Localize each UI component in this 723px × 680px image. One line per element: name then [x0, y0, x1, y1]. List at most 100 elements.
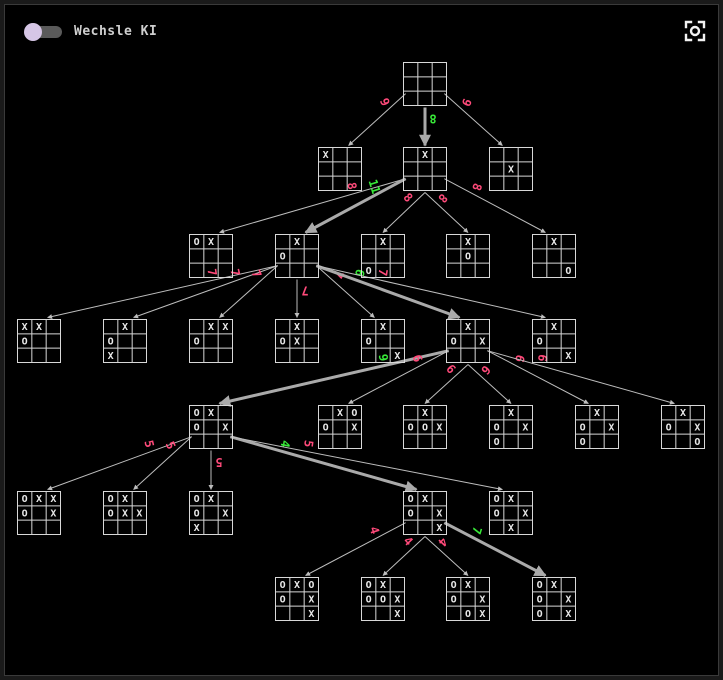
edge-score-label: 6: [352, 268, 367, 278]
o-mark: O: [366, 580, 372, 591]
edge-arrow: [444, 178, 546, 233]
x-mark: X: [565, 595, 571, 606]
o-mark: O: [108, 337, 114, 348]
o-mark: O: [537, 580, 543, 591]
x-mark: X: [422, 494, 428, 505]
o-mark: O: [666, 423, 672, 434]
edge-arrow: [348, 93, 406, 146]
board-node[interactable]: XO: [361, 234, 405, 278]
board-frame: [403, 405, 447, 449]
o-mark: O: [280, 337, 286, 348]
o-mark: O: [108, 494, 114, 505]
x-mark: X: [50, 494, 56, 505]
x-mark: X: [208, 237, 214, 248]
edge-score-label: 4: [435, 534, 450, 549]
board-frame: [361, 319, 405, 363]
edge-score-label: 7: [301, 284, 308, 298]
x-mark: X: [108, 351, 114, 362]
x-mark: X: [22, 322, 28, 333]
edge-score-label: 11: [365, 178, 383, 196]
board-node[interactable]: XO: [446, 234, 490, 278]
edge-arrow: [424, 536, 469, 576]
o-mark: O: [351, 408, 357, 419]
edge-arrow: [229, 435, 418, 493]
x-mark: X: [208, 408, 214, 419]
edge-arrow: [133, 436, 192, 490]
o-mark: O: [465, 252, 471, 263]
edge-score-label: 8: [469, 181, 485, 192]
o-mark: O: [308, 580, 314, 591]
board-node[interactable]: XOX: [532, 319, 576, 363]
toggle-switch[interactable]: [24, 23, 62, 41]
x-mark: X: [351, 423, 357, 434]
o-mark: O: [323, 423, 329, 434]
x-mark: X: [222, 322, 228, 333]
edge-score-label: 7: [205, 268, 220, 277]
edge-score-label: 5: [163, 439, 179, 451]
x-mark: X: [422, 408, 428, 419]
board-frame: [532, 234, 576, 278]
edge-arrow: [424, 364, 469, 404]
o-mark: O: [194, 237, 200, 248]
x-mark: X: [208, 322, 214, 333]
edge-score-label: 7: [375, 268, 390, 277]
x-mark: X: [479, 337, 485, 348]
x-mark: X: [508, 165, 514, 176]
edge-arrow: [424, 192, 469, 233]
board-node[interactable]: XOX: [103, 319, 147, 363]
edge-arrow: [133, 265, 278, 319]
edge-score-label: 6: [443, 362, 458, 377]
board-frame: [189, 319, 233, 363]
edge-arrow: [304, 177, 407, 234]
board-node[interactable]: X: [403, 147, 447, 191]
edge-arrow: [219, 178, 406, 234]
board-node[interactable]: X: [489, 147, 533, 191]
toggle-knob: [24, 23, 42, 41]
focus-button[interactable]: [683, 19, 707, 43]
board-node[interactable]: X: [318, 147, 362, 191]
o-mark: O: [537, 337, 543, 348]
edge-score-label: 6: [478, 362, 493, 377]
x-mark: X: [323, 150, 329, 161]
board-node[interactable]: XO: [275, 234, 319, 278]
board-frame: [103, 319, 147, 363]
x-mark: X: [565, 351, 571, 362]
o-mark: O: [494, 494, 500, 505]
x-mark: X: [308, 595, 314, 606]
o-mark: O: [465, 609, 471, 620]
edge-score-label: 6: [410, 353, 426, 364]
o-mark: O: [580, 437, 586, 448]
board-node[interactable]: XOX: [361, 319, 405, 363]
o-mark: O: [565, 266, 571, 277]
board-frame: [403, 62, 447, 106]
board-node[interactable]: [403, 62, 447, 106]
board-frame: [189, 234, 233, 278]
board-node[interactable]: XO: [532, 234, 576, 278]
edge-score-label: 9: [459, 96, 475, 108]
x-mark: X: [394, 609, 400, 620]
x-mark: X: [479, 609, 485, 620]
x-mark: X: [122, 509, 128, 520]
board-frame: [446, 319, 490, 363]
edge-score-label: 4: [401, 534, 416, 549]
